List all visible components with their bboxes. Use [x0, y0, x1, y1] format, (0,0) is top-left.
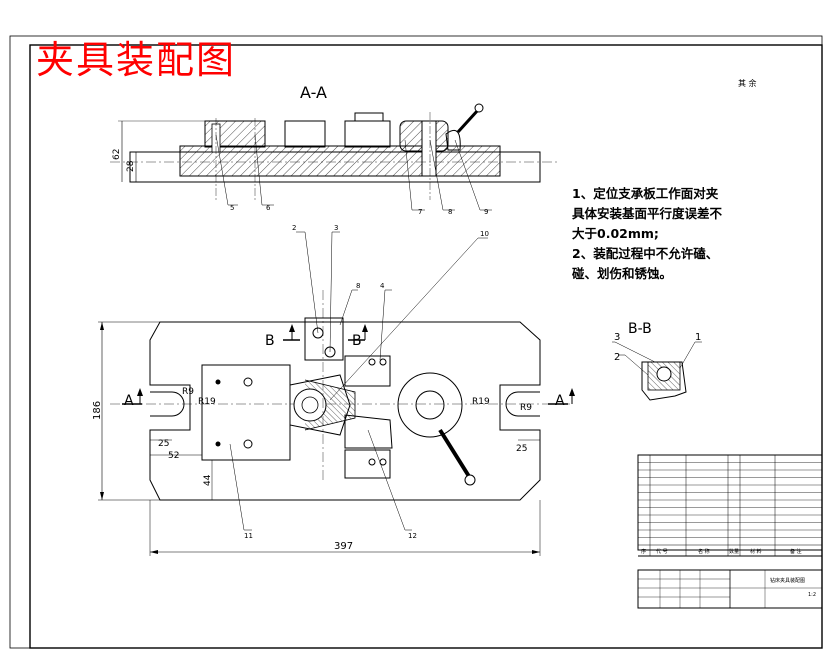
dim-28: 28: [126, 160, 136, 172]
balloon-plan-3: 3: [334, 224, 338, 232]
balloon-plan-10: 10: [480, 230, 489, 238]
section-view-bb: B-B 3 2 1: [612, 321, 702, 401]
section-mark-b-left: B: [265, 333, 275, 349]
balloon-plan-4: 4: [380, 282, 385, 290]
balloon-plan-2: 2: [292, 224, 296, 232]
note-line-5: 碰、划伤和锈蚀。: [572, 266, 673, 281]
dim-44: 44: [203, 474, 213, 486]
section-bb-label: B-B: [628, 321, 652, 337]
dim-r19-left: R19: [198, 397, 216, 407]
balloon-aa-5: 5: [230, 204, 234, 212]
header-qty: 数量: [729, 548, 739, 555]
balloon-plan-12: 12: [408, 532, 417, 540]
dim-25-left: 25: [158, 439, 169, 449]
note-line-1: 1、定位支承板工作面对夹: [572, 186, 719, 201]
balloon-aa-8: 8: [448, 208, 452, 216]
balloon-plan-11: 11: [244, 532, 253, 540]
balloon-aa-9: 9: [484, 208, 488, 216]
title-block: 钻床夹具装配图 1:2: [637, 569, 823, 609]
roughness-note: 其 余: [738, 79, 757, 88]
balloon-bb-3: 3: [614, 332, 620, 343]
note-line-4: 2、装配过程中不允许磕、: [572, 246, 719, 261]
section-aa-label: A-A: [300, 83, 327, 102]
inner-border: [29, 44, 823, 649]
dim-186: 186: [92, 401, 103, 420]
balloon-bb-2: 2: [614, 352, 620, 363]
section-mark-a-left: A: [124, 393, 134, 409]
balloon-aa-7: 7: [418, 208, 422, 216]
dim-r9-right: R9: [520, 403, 532, 413]
header-material: 材 料: [750, 548, 762, 555]
balloon-aa-6: 6: [266, 204, 271, 212]
section-mark-a-right: A: [555, 393, 565, 409]
dim-62: 62: [112, 149, 122, 160]
dim-52: 52: [168, 451, 179, 461]
balloon-bb-1: 1: [695, 332, 701, 343]
note-line-2: 具体安装基面平行度误差不: [572, 206, 723, 221]
technical-requirements: 1、定位支承板工作面对夹 具体安装基面平行度误差不 大于0.02mm; 2、装配…: [572, 184, 732, 284]
note-line-3: 大于0.02mm;: [572, 226, 659, 241]
drawing-name: 钻床夹具装配图: [770, 577, 805, 584]
dim-397: 397: [334, 541, 353, 552]
section-view-aa: A-A 62 28 5: [110, 83, 560, 216]
header-name: 名 称: [698, 548, 710, 555]
scale-value: 1:2: [808, 592, 816, 598]
balloon-plan-8: 8: [356, 282, 360, 290]
header-index: 序: [641, 548, 646, 555]
header-code: 代 号: [656, 548, 668, 555]
page-title: 夹具装配图: [36, 38, 237, 82]
dim-25-right: 25: [516, 444, 527, 454]
section-mark-b-right: B: [352, 333, 362, 349]
dim-r9-left: R9: [182, 387, 194, 397]
dim-r19-right: R19: [472, 397, 490, 407]
header-remark: 备 注: [790, 548, 802, 555]
plan-view: A A B B 397 186 25 52 44 25 R: [92, 224, 575, 556]
parts-list: 序 代 号 名 称 数量 材 料 备 注: [637, 454, 823, 557]
